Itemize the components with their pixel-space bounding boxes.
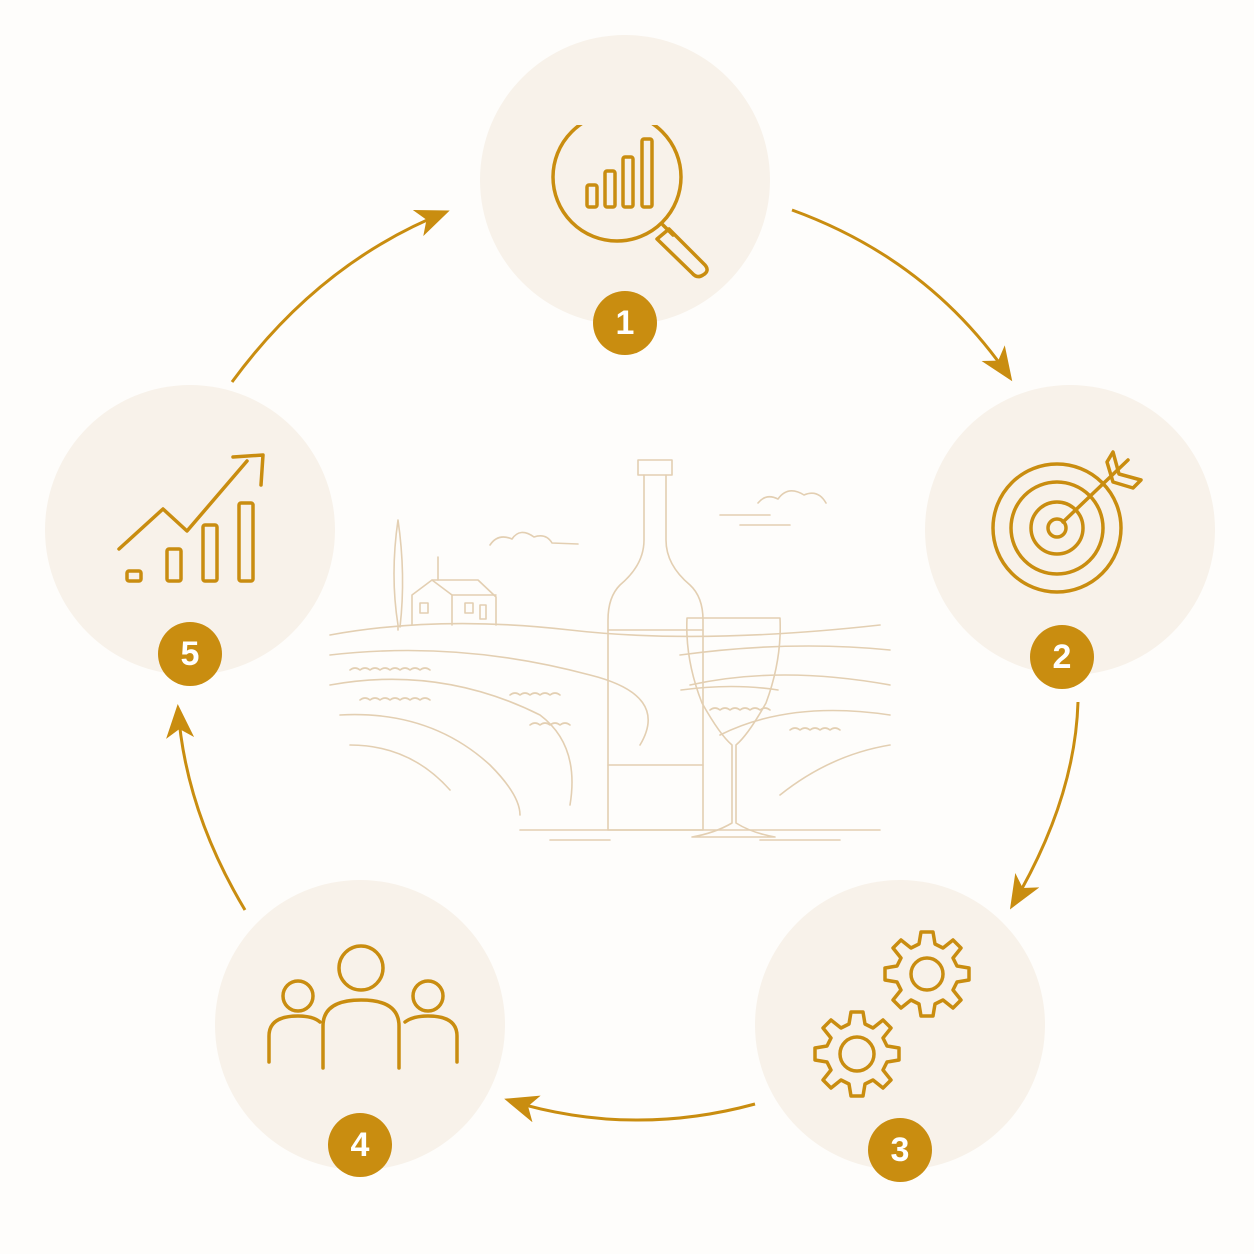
step-5-badge: 5 [158,622,222,686]
step-2-circle: 2 [925,385,1215,689]
arrow-3-to-4 [504,1095,756,1123]
step-2-badge: 2 [1030,625,1094,689]
growth-chart-icon [117,453,265,583]
step-1-circle: 1 [480,35,770,355]
arrow-4-to-5 [166,704,247,911]
arrow-1-to-2 [791,208,1013,382]
step-4-badge: 4 [328,1113,392,1177]
gears-icon [813,930,971,1098]
arrow-2-to-3 [1009,701,1080,910]
step-4-circle: 4 [215,880,505,1177]
step-3-circle: 3 [755,880,1045,1182]
step-1-badge: 1 [593,291,657,355]
target-arrow-icon [991,450,1143,594]
step-3-badge: 3 [868,1118,932,1182]
vineyard-wine-illustration [329,459,891,841]
step-5-circle: 5 [45,385,335,686]
arrow-5-to-1 [230,210,450,383]
team-people-icon [267,944,459,1070]
magnifier-bar-chart-icon [551,125,709,279]
